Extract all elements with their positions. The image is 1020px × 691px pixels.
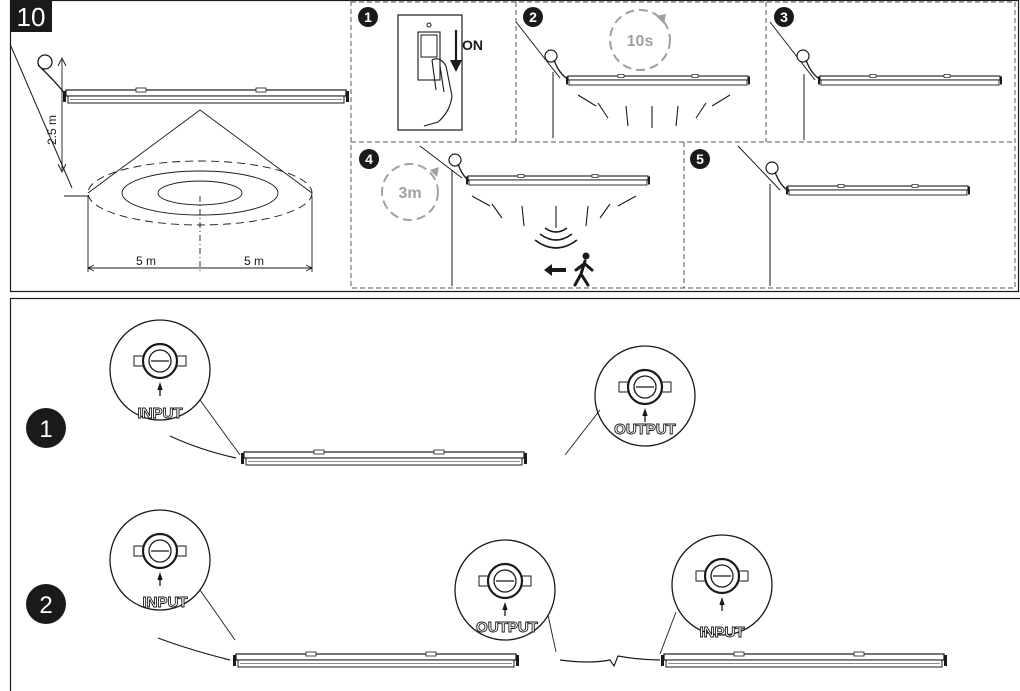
seq-step-1-number: 1 <box>364 9 372 25</box>
seq-step-5-number: 5 <box>696 151 704 167</box>
radius-right-label: 5 m <box>244 254 264 268</box>
input-label-3: INPUT <box>700 624 745 641</box>
step-number: 10 <box>17 2 46 32</box>
sensor-coverage-diagram: 2.5 m 5 m 5 m <box>9 43 350 272</box>
timer-3m-icon <box>381 163 439 221</box>
wiring-option-2-number: 2 <box>39 592 52 619</box>
switch-on-label: ON <box>462 37 483 53</box>
seq-step-1: 1 ON <box>358 7 483 131</box>
output-label-2: OUTPUT <box>476 619 538 636</box>
top-frame <box>9 0 1020 293</box>
height-label: 2.5 m <box>45 115 59 145</box>
seq-step-3: 3 <box>769 7 1003 140</box>
seq-step-4-number: 4 <box>365 151 373 167</box>
seq-step-3-number: 3 <box>780 9 788 25</box>
arrow-left-icon <box>544 264 566 276</box>
seq-step-2: 2 10s <box>515 7 751 138</box>
radius-left-label: 5 m <box>136 254 156 268</box>
step-badge <box>10 0 52 32</box>
wiring-option-2: 2 INPUT OUTPUT INPUT <box>26 508 948 668</box>
wiring-option-1: 1 INPUT OUTPUT <box>26 318 697 466</box>
sequence-panels <box>350 1 1016 289</box>
seq-step-2-number: 2 <box>529 9 537 25</box>
timer-3m-label: 3m <box>398 185 421 202</box>
seq-step-4: 4 3m <box>359 145 651 287</box>
bottom-frame <box>9 297 1020 691</box>
motion-wave-icon <box>534 227 578 249</box>
seq-step-5: 5 <box>690 145 971 286</box>
input-label-1: INPUT <box>138 405 183 422</box>
input-label-2: INPUT <box>143 594 188 611</box>
wiring-option-1-number: 1 <box>39 416 52 443</box>
walking-person-icon <box>573 251 594 287</box>
timer-10s-icon <box>609 9 671 71</box>
output-label-1: OUTPUT <box>614 421 676 438</box>
timer-10s-label: 10s <box>627 33 654 50</box>
